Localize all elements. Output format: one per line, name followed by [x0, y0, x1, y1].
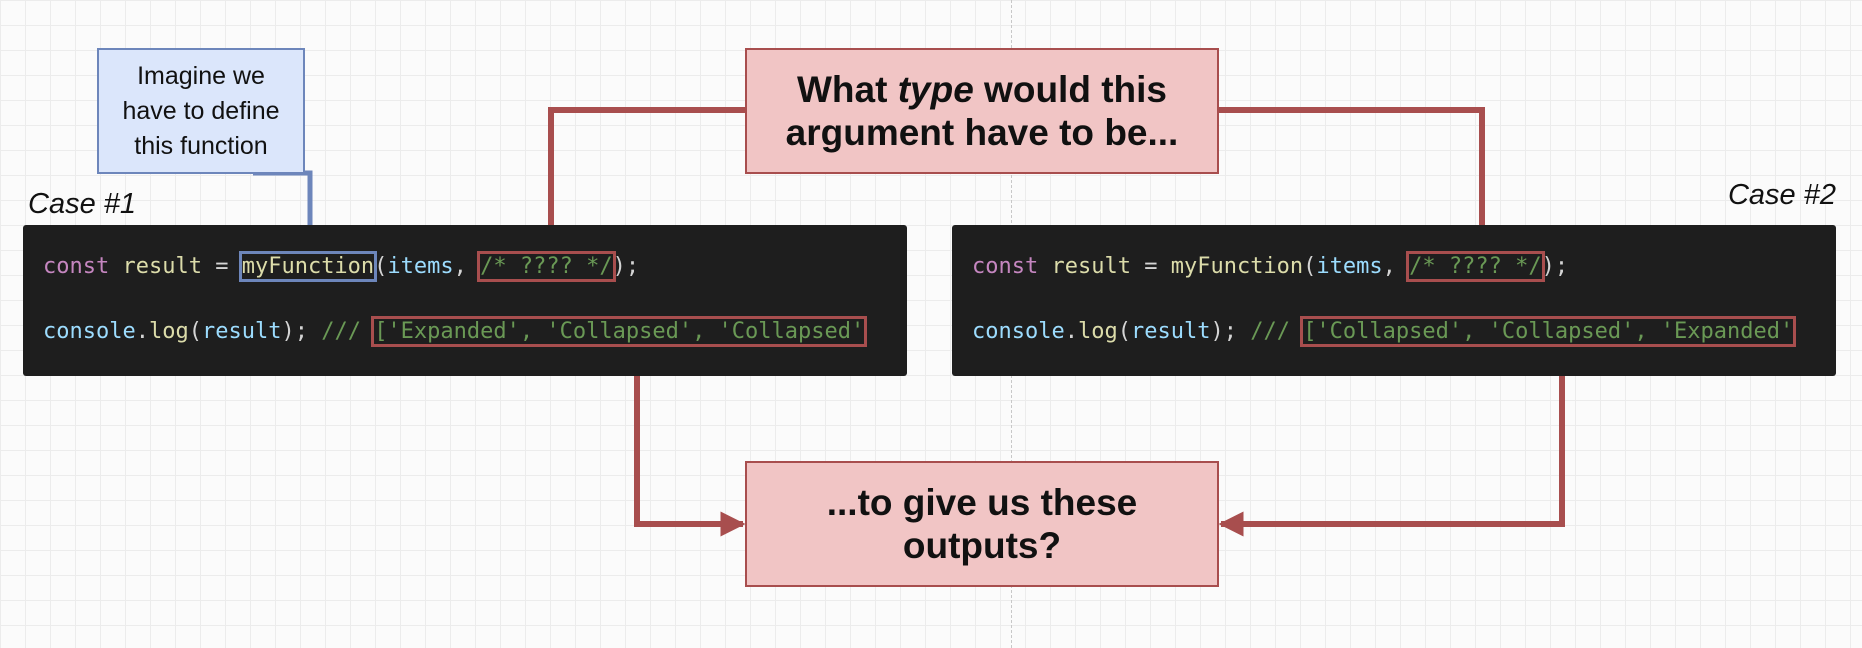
note-box: Imagine we have to define this function — [97, 48, 305, 174]
code-panel-case-1: const result = myFunction(items, /* ????… — [23, 225, 907, 376]
code-comment-prefix: /// — [1236, 319, 1304, 344]
code-comma: , — [453, 254, 481, 279]
code-paren-open: ( — [374, 254, 388, 279]
question-part-2: would this — [973, 68, 1167, 110]
case-1-label: Case #1 — [28, 188, 137, 220]
code-arg: result — [1130, 319, 1211, 344]
outputs-line-2: outputs? — [902, 525, 1062, 566]
note-line-3: this function — [134, 131, 268, 160]
note-line-1: Imagine we — [137, 61, 265, 90]
code-object: console — [972, 319, 1065, 344]
code-comment-prefix: /// — [307, 319, 375, 344]
question-line-1: What type would this — [786, 68, 1179, 111]
code-dot: . — [135, 319, 149, 344]
code-line-log: console.log(result); /// ['Expanded', 'C… — [43, 316, 868, 347]
arrow-case2-output-to-outputs — [1218, 350, 1565, 537]
code-equals: = — [1130, 254, 1171, 279]
function-name-highlight: myFunction — [238, 251, 378, 282]
outputs-box: ...to give us these outputs? — [745, 461, 1219, 587]
code-method: log — [148, 319, 189, 344]
code-arg: result — [201, 319, 282, 344]
code-keyword: const — [972, 254, 1039, 279]
code-variable: result — [122, 254, 202, 279]
code-paren-close: ); — [612, 254, 640, 279]
code-line-log: console.log(result); /// ['Collapsed', '… — [972, 316, 1797, 347]
code-paren-close: ); — [1210, 319, 1237, 344]
question-part-1: What — [797, 68, 898, 110]
arrow-case1-output-to-outputs — [634, 350, 746, 537]
output-highlight: ['Expanded', 'Collapsed', 'Collapsed' — [371, 316, 868, 347]
code-paren-open: ( — [1117, 319, 1131, 344]
code-keyword: const — [43, 254, 110, 279]
case-2-label: Case #2 — [1727, 179, 1836, 211]
code-equals: = — [201, 254, 242, 279]
code-arg: items — [387, 254, 454, 279]
question-box: What type would this argument have to be… — [745, 48, 1219, 174]
code-variable: result — [1051, 254, 1131, 279]
question-emphasis: type — [897, 68, 974, 110]
code-paren-close: ); — [281, 319, 308, 344]
output-highlight: ['Collapsed', 'Collapsed', 'Expanded' — [1300, 316, 1797, 347]
code-dot: . — [1064, 319, 1078, 344]
code-line-assignment: const result = myFunction(items, /* ????… — [43, 251, 640, 282]
code-method: log — [1077, 319, 1118, 344]
argument-placeholder-highlight: /* ???? */ — [1406, 251, 1545, 282]
code-arg: items — [1316, 254, 1383, 279]
code-comma: , — [1382, 254, 1410, 279]
code-panel-case-2: const result = myFunction(items, /* ????… — [952, 225, 1836, 376]
code-line-assignment: const result = myFunction(items, /* ????… — [972, 251, 1569, 282]
note-line-2: have to define — [122, 96, 280, 125]
code-paren-close: ); — [1541, 254, 1569, 279]
code-paren-open: ( — [1303, 254, 1317, 279]
code-paren-open: ( — [188, 319, 202, 344]
code-object: console — [43, 319, 136, 344]
arrow-question-to-case2-arg — [1219, 107, 1495, 253]
arrow-question-to-case1-arg — [538, 107, 745, 253]
argument-placeholder-highlight: /* ???? */ — [477, 251, 616, 282]
code-function-name: myFunction — [1170, 254, 1304, 279]
outputs-line-1: ...to give us these — [826, 481, 1138, 523]
question-line-2: argument have to be... — [785, 112, 1179, 153]
